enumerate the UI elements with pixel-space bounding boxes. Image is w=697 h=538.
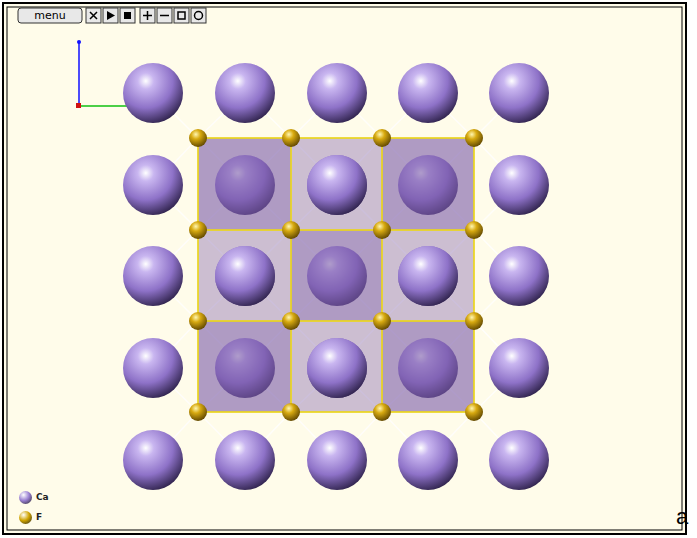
cell-face — [382, 321, 474, 412]
f-atom — [282, 221, 300, 239]
cell-line — [198, 138, 199, 412]
cell-face — [198, 321, 291, 412]
cell-line — [291, 138, 292, 412]
cell-line — [474, 138, 475, 412]
f-atom — [465, 221, 483, 239]
ca-atom — [123, 338, 183, 398]
cell-line — [382, 138, 383, 412]
ca-atom — [123, 246, 183, 306]
ca-atom — [489, 246, 549, 306]
f-atom — [465, 312, 483, 330]
ca-atom — [307, 430, 367, 490]
ca-atom — [398, 63, 458, 123]
legend-swatch — [19, 491, 32, 504]
ca-atom — [398, 246, 458, 306]
cell-line — [198, 412, 474, 413]
cell-face — [198, 230, 291, 321]
cell-edge — [198, 229, 474, 231]
cell-face — [291, 321, 382, 412]
legend-text: Ca — [36, 491, 49, 504]
f-atom — [373, 129, 391, 147]
f-atom — [189, 221, 207, 239]
cell-line — [198, 321, 474, 322]
f-atom — [465, 403, 483, 421]
f-atom — [189, 129, 207, 147]
f-atom — [189, 403, 207, 421]
cell-edge — [198, 411, 474, 413]
ca-atom — [398, 430, 458, 490]
ca-atom — [123, 430, 183, 490]
ca-atom — [307, 155, 367, 215]
figure-label: a — [676, 504, 688, 530]
ca-atom — [307, 338, 367, 398]
ca-atom — [307, 63, 367, 123]
ca-atom — [307, 338, 367, 398]
legend-text: F — [36, 511, 42, 524]
f-atom — [189, 312, 207, 330]
cell-edge — [381, 138, 383, 412]
cell-edge — [198, 137, 474, 139]
ca-atom — [215, 246, 275, 306]
cell-edge — [473, 138, 475, 412]
ca-atom — [489, 338, 549, 398]
f-atom — [282, 403, 300, 421]
cell-line — [198, 138, 474, 139]
cell-face — [291, 138, 382, 230]
f-atom — [373, 403, 391, 421]
ca-atom — [215, 63, 275, 123]
ca-atom — [123, 63, 183, 123]
f-atom — [465, 129, 483, 147]
f-atom — [373, 312, 391, 330]
cell-face — [382, 138, 474, 230]
f-atom — [373, 221, 391, 239]
ca-atom — [489, 63, 549, 123]
ca-atom — [398, 246, 458, 306]
cell-face — [198, 138, 291, 230]
legend-swatch — [19, 511, 32, 524]
cell-face — [291, 230, 382, 321]
ca-atom — [307, 155, 367, 215]
f-atom — [282, 312, 300, 330]
cell-edge — [197, 138, 199, 412]
ca-atom — [215, 430, 275, 490]
cell-edge — [198, 320, 474, 322]
ca-atom — [123, 155, 183, 215]
f-atom — [282, 129, 300, 147]
ca-atom — [215, 246, 275, 306]
cell-line — [198, 230, 474, 231]
menu-button-label: menu — [34, 8, 65, 23]
ca-atom — [489, 430, 549, 490]
ca-atom — [489, 155, 549, 215]
cell-edge — [290, 138, 292, 412]
cell-face — [382, 230, 474, 321]
